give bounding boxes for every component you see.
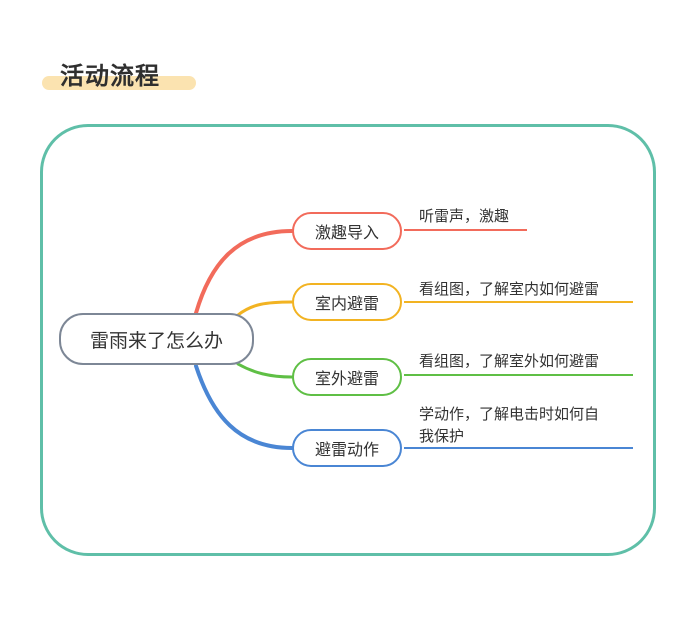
central-topic: 雷雨来了怎么办 bbox=[59, 313, 254, 365]
branch-note-1: 听雷声，激趣 bbox=[419, 207, 510, 225]
branch-topic-3: 室外避雷 bbox=[292, 358, 402, 396]
title-highlight bbox=[42, 76, 196, 90]
branch-note-4-line-1: 学动作，了解电击时如何自 bbox=[419, 405, 600, 423]
branch-note-4: 学动作，了解电击时如何自 我保护 bbox=[419, 403, 599, 447]
branch-note-2: 看组图，了解室内如何避雷 bbox=[419, 280, 600, 298]
diagram-frame bbox=[40, 124, 656, 556]
connector-2 bbox=[236, 300, 294, 317]
connector-3 bbox=[236, 362, 294, 379]
branch-note-4-line-2: 我保护 bbox=[419, 427, 465, 445]
branch-topic-2: 室内避雷 bbox=[292, 283, 402, 321]
connector-1 bbox=[194, 229, 294, 315]
section-heading: 活动流程 bbox=[42, 52, 198, 94]
branch-topic-1: 激趣导入 bbox=[292, 212, 402, 250]
branch-topic-4: 避雷动作 bbox=[292, 429, 402, 467]
branch-note-3: 看组图，了解室外如何避雷 bbox=[419, 352, 600, 370]
connector-4 bbox=[194, 364, 294, 450]
page-title: 活动流程 bbox=[60, 62, 160, 90]
